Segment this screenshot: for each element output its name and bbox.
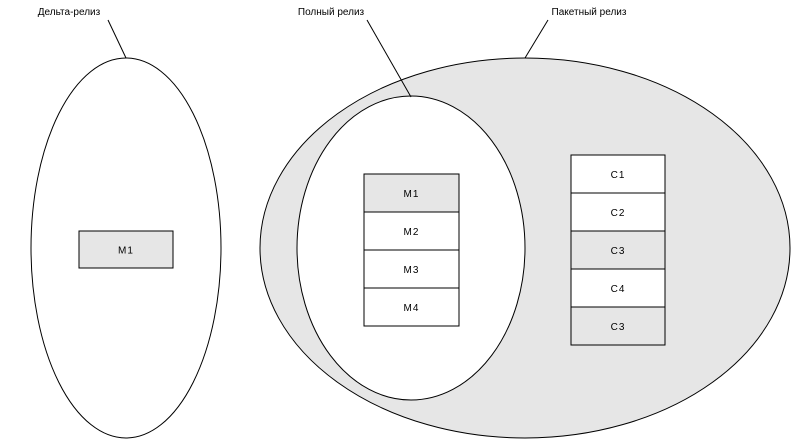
package-module-box [570, 154, 666, 194]
full-module-label: M4 [404, 303, 420, 314]
full-module-label: M3 [404, 265, 420, 276]
delta-release-modules: M1 [78, 230, 174, 269]
package-module-box [570, 192, 666, 232]
delta-module-box [78, 230, 174, 269]
package-module-label: C2 [611, 208, 626, 219]
full-module-box [363, 287, 460, 327]
full-module-box [363, 173, 460, 213]
full-module-box [363, 249, 460, 289]
package-module-box [570, 268, 666, 308]
full-module-label: M2 [404, 227, 420, 238]
full-module-label: M1 [404, 189, 420, 200]
package-label-leader [524, 19, 549, 59]
package-module-label: C4 [611, 284, 626, 295]
package-module-label: C3 [611, 322, 626, 333]
delta-label-leader [107, 19, 127, 59]
delta-module-label: M1 [118, 246, 134, 257]
package-module-box [570, 306, 666, 346]
package-module-label: C1 [611, 170, 626, 181]
package-release-label: Пакетный релиз [552, 7, 627, 18]
full-release-label: Полный релиз [298, 7, 365, 18]
package-module-label: C3 [611, 246, 626, 257]
delta-release-label: Дельта-релиз [38, 7, 101, 18]
full-label-leader [366, 19, 412, 98]
